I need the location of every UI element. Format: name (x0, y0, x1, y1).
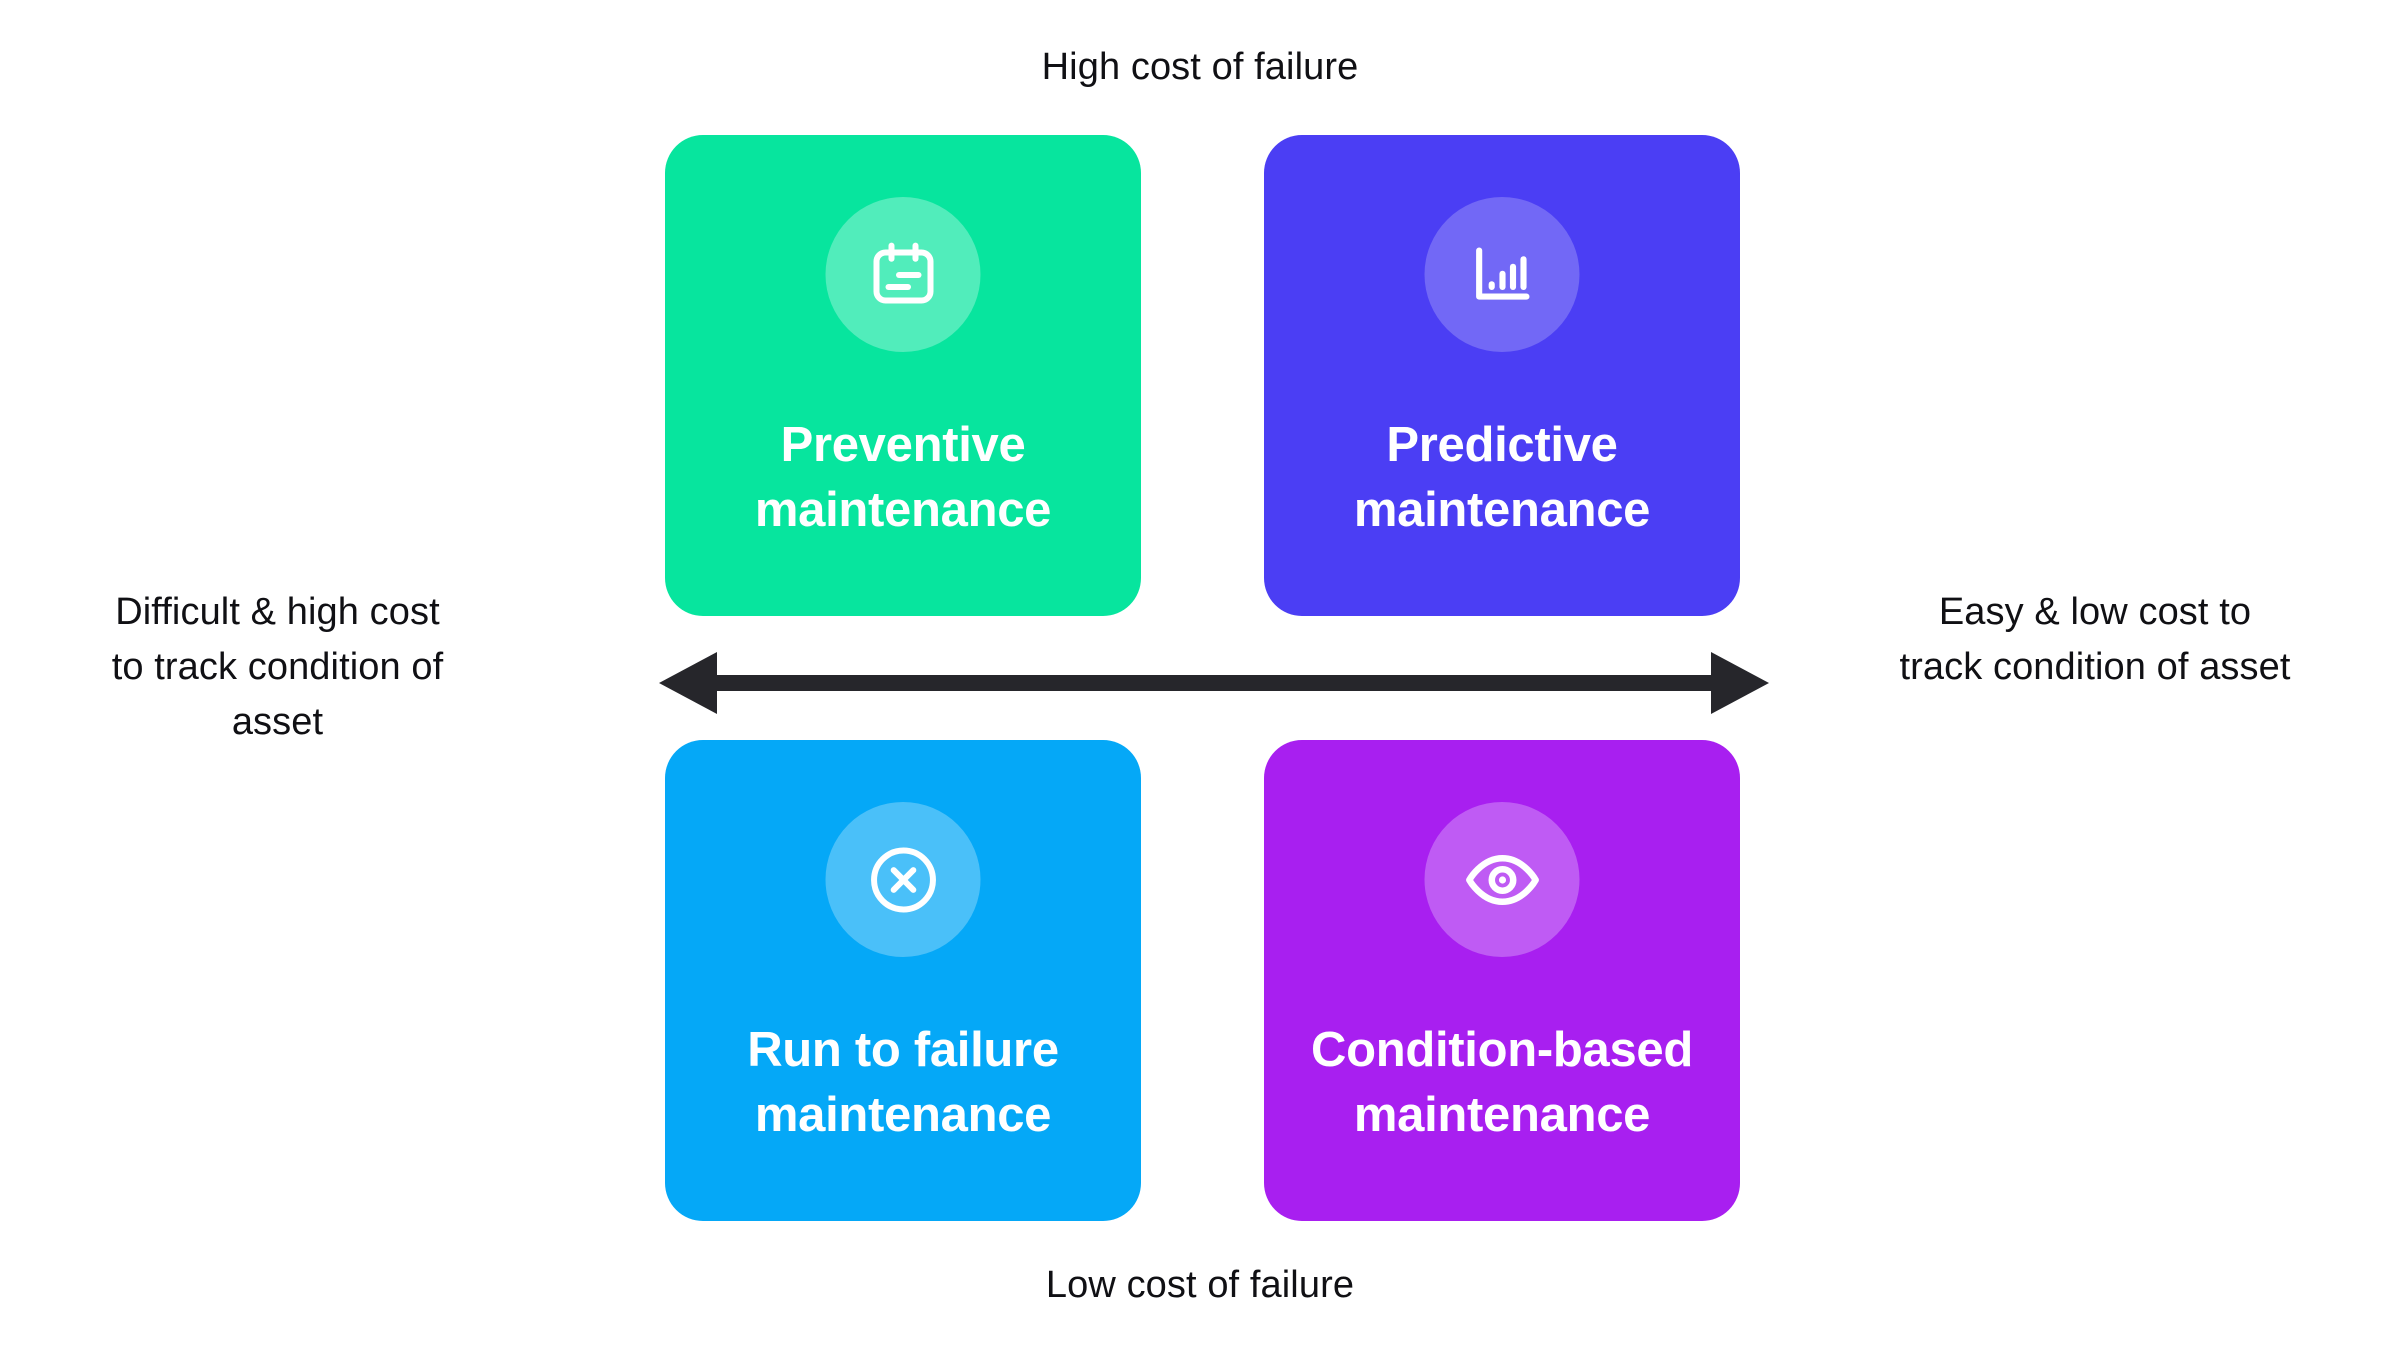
icon-badge-preventive (825, 197, 981, 352)
quadrant-title-condition-based: Condition-based maintenance (1310, 1023, 1694, 1142)
axis-label-bottom: Low cost of failure (1045, 1264, 1355, 1306)
quadrant-card-run-to-failure[interactable]: Run to failure maintenance (665, 740, 1141, 1221)
quadrant-title-predictive: Predictive maintenance (1353, 418, 1651, 537)
icon-badge-condition-based (1424, 802, 1580, 957)
quadrant-card-preventive[interactable]: Preventive maintenance (665, 135, 1141, 616)
axis-label-top: High cost of failure (1041, 46, 1359, 88)
quadrant-title-run-to-failure: Run to failure maintenance (747, 1023, 1059, 1142)
horizontal-double-arrow-icon (659, 652, 1769, 714)
bar-chart-icon (1475, 246, 1529, 300)
quadrant-card-predictive[interactable]: Predictive maintenance (1264, 135, 1740, 616)
axis-label-left: Difficult & high cost to track condition… (111, 591, 444, 744)
x-circle-icon (870, 847, 936, 912)
calendar-icon (873, 242, 933, 303)
quadrant-card-condition-based[interactable]: Condition-based maintenance (1264, 740, 1740, 1221)
icon-badge-predictive (1424, 197, 1580, 352)
eye-icon (1465, 854, 1539, 905)
quadrant-title-preventive: Preventive maintenance (754, 418, 1052, 537)
axis-label-right: Easy & low cost to track condition of as… (1899, 591, 2291, 689)
icon-badge-run-to-failure (825, 802, 981, 957)
